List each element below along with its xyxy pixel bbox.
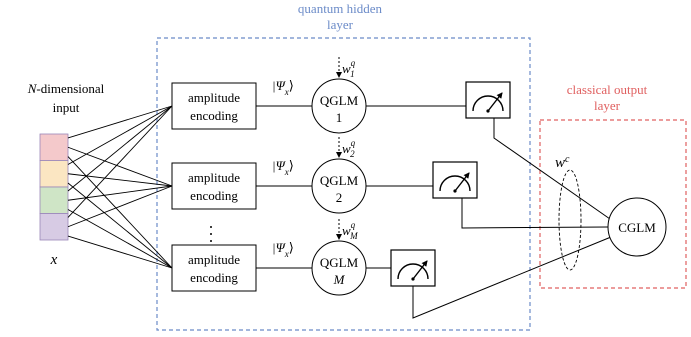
classical-weight-label: wc	[555, 154, 570, 172]
hidden-layer-title-line2: layer	[327, 17, 354, 32]
cglm-label: CGLM	[618, 220, 656, 235]
state-label: |Ψx⟩	[272, 78, 294, 97]
state-label: |Ψx⟩	[272, 240, 294, 259]
connection-line	[67, 185, 173, 201]
connection-line	[67, 185, 173, 228]
meter-pivot-icon	[486, 109, 490, 113]
encoder-label-line1: amplitude	[188, 90, 240, 105]
meter-icon	[439, 175, 471, 192]
connection-line	[67, 235, 173, 269]
qglm-index: 1	[336, 110, 343, 125]
measurement-box	[432, 161, 478, 199]
input-title-rest: -dimensional	[36, 81, 104, 96]
state-label: |Ψx⟩	[272, 158, 294, 177]
meter-pivot-icon	[453, 189, 457, 193]
qglm-label: QGLM	[320, 93, 359, 108]
amplitude-encoding-box	[171, 82, 257, 130]
input-title-line2: input	[53, 100, 80, 115]
connection-line	[67, 105, 173, 218]
meter-needle-icon	[412, 260, 428, 280]
connection-line	[67, 173, 173, 187]
meter-icon	[472, 95, 504, 112]
meter-pivot-icon	[411, 277, 415, 281]
connection-line	[67, 146, 173, 187]
measure2-to-cglm-line	[461, 198, 609, 229]
connection-line	[67, 105, 173, 139]
input-vector	[39, 133, 69, 241]
input-title-italic: N	[27, 81, 38, 96]
input-cell	[39, 160, 69, 188]
input-variable: x	[50, 252, 58, 268]
qglm-index: M	[333, 272, 346, 287]
input-cell	[39, 133, 69, 161]
encoder-label-line1: amplitude	[188, 252, 240, 267]
input-cell	[39, 213, 69, 241]
connection-line	[67, 182, 173, 269]
input-connections	[67, 105, 173, 269]
encoder-label-line2: encoding	[190, 270, 238, 285]
meter-icon	[397, 263, 429, 280]
input-cell	[39, 186, 69, 214]
connection-line	[67, 105, 173, 165]
ellipsis-dots	[210, 226, 212, 242]
encoder-label-line2: encoding	[190, 188, 238, 203]
connection-line	[67, 105, 173, 192]
hidden-layer-title-line1: quantum hidden	[298, 1, 383, 16]
classical-weight-ellipse	[558, 169, 582, 271]
classical-output-layer-box	[539, 119, 687, 289]
connection-line	[67, 156, 173, 269]
measurement-box	[390, 249, 436, 287]
qglm-label: QGLM	[320, 173, 359, 188]
cglm-node	[607, 197, 667, 257]
input-title-line1: N-dimensional	[27, 81, 105, 96]
encoder-label-line1: amplitude	[188, 170, 240, 185]
measureM-to-cglm-line	[412, 236, 612, 319]
output-layer-title-line2: layer	[594, 98, 621, 113]
qglm-label: QGLM	[320, 255, 359, 270]
meter-needle-icon	[487, 92, 503, 112]
output-layer-title-line1: classical output	[567, 82, 648, 97]
measure1-to-cglm-line	[493, 118, 611, 220]
meter-needle-icon	[454, 172, 470, 192]
encoder-label-line2: encoding	[190, 108, 238, 123]
amplitude-encoding-box	[171, 244, 257, 292]
qglm-index: 2	[336, 190, 343, 205]
amplitude-encoding-box	[171, 162, 257, 210]
connection-line	[67, 209, 173, 269]
